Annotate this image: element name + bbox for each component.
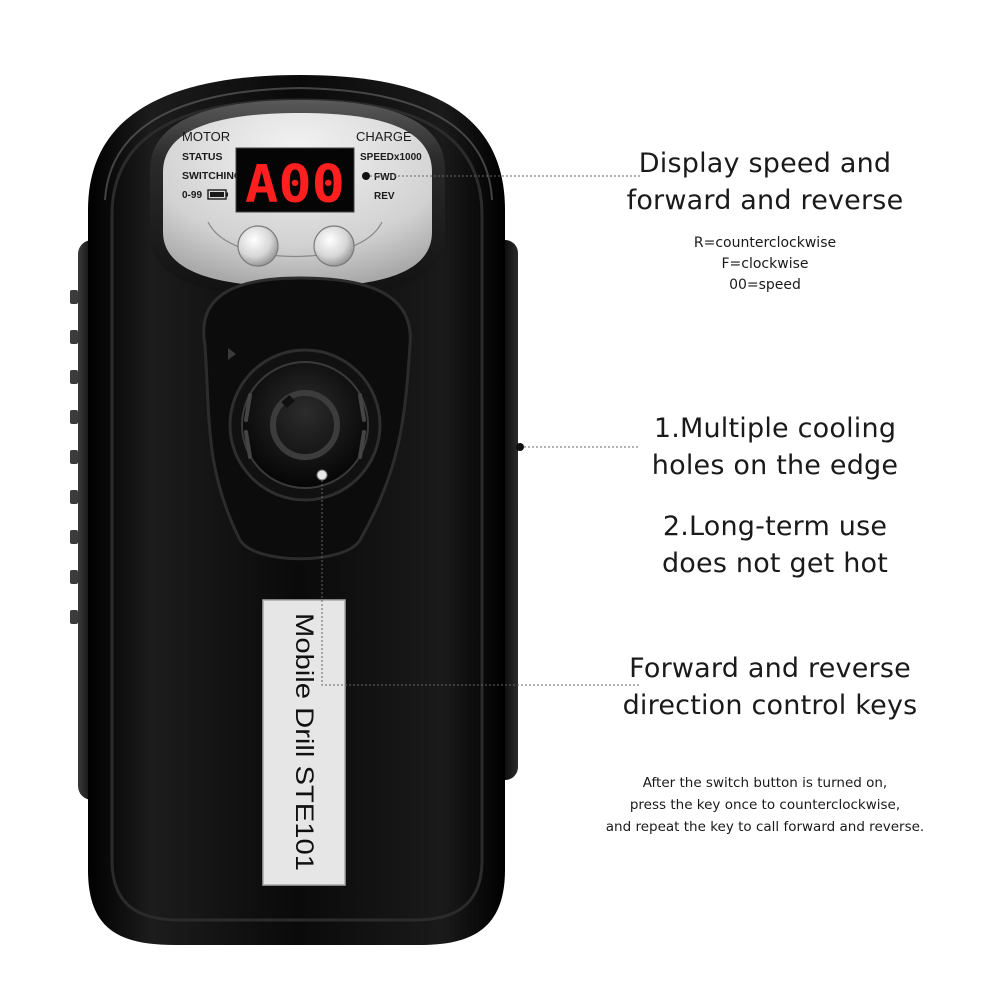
device-rim — [110, 98, 484, 922]
callout-cooling-line3: 2.Long-term use — [662, 511, 888, 542]
callout-cooling-line1: 1.Multiple cooling — [653, 413, 897, 444]
play-indicator-icon — [228, 348, 236, 360]
legend-item-f: F=clockwise — [721, 256, 809, 272]
callout-note-line3: and repeat the key to call forward and r… — [605, 819, 925, 835]
product-label-plate — [262, 599, 346, 886]
direction-knob[interactable] — [241, 361, 369, 489]
leader-dot-cooling — [516, 443, 524, 451]
right-panel-button[interactable] — [313, 225, 355, 267]
battery-icon — [207, 189, 228, 200]
panel-label-range: 0-99 — [182, 190, 202, 201]
knob-pointer-dot — [316, 469, 328, 481]
panel-label-status: STATUS — [182, 151, 222, 163]
panel-label-fwd: FWD — [374, 172, 397, 183]
panel-label-charge: CHARGE — [356, 129, 412, 144]
callout-display-legend: R=counterclockwise F=clockwise 00=speed — [600, 233, 930, 296]
knob-center-ring — [270, 390, 340, 460]
knob-center-gap — [281, 394, 295, 409]
callout-direction-keys: Forward and reverse direction control ke… — [600, 650, 940, 724]
left-panel-button[interactable] — [237, 225, 279, 267]
callout-usage-note: After the switch button is turned on, pr… — [560, 772, 970, 838]
panel-label-switching: SWITCHING — [182, 170, 242, 182]
callout-keys-line2: direction control keys — [622, 690, 918, 721]
leader-lines — [321, 175, 640, 686]
product-label-text: Mobile Drill STE101 — [290, 613, 318, 871]
callout-display-title-line2: forward and reverse — [626, 185, 904, 216]
callout-display-speed: Display speed and forward and reverse R=… — [600, 145, 930, 296]
panel-label-rev: REV — [374, 191, 395, 202]
device-top-highlight — [104, 86, 493, 201]
callout-cooling-line2: holes on the edge — [651, 450, 899, 481]
leader-line-keys — [321, 480, 640, 686]
panel-arc-decoration — [207, 221, 383, 258]
callout-note-line1: After the switch button is turned on, — [642, 775, 888, 791]
callout-display-title-line1: Display speed and — [638, 148, 892, 179]
led-display-value: A00 — [245, 155, 345, 215]
callout-cooling-line4: does not get hot — [661, 548, 889, 579]
leader-dot-display — [363, 173, 369, 179]
panel-label-speed: SPEEDx1000 — [360, 152, 422, 163]
callout-keys-line1: Forward and reverse — [629, 653, 911, 684]
callout-note-line2: press the key once to counterclockwise, — [629, 797, 901, 813]
knob-grip-notches — [244, 393, 366, 459]
callout-cooling-holes: 1.Multiple cooling holes on the edge 2.L… — [610, 410, 940, 582]
led-display — [235, 147, 355, 213]
cooling-holes — [70, 290, 78, 624]
panel-label-motor: MOTOR — [182, 129, 230, 144]
legend-item-r: R=counterclockwise — [693, 235, 837, 251]
legend-item-00: 00=speed — [729, 277, 801, 293]
